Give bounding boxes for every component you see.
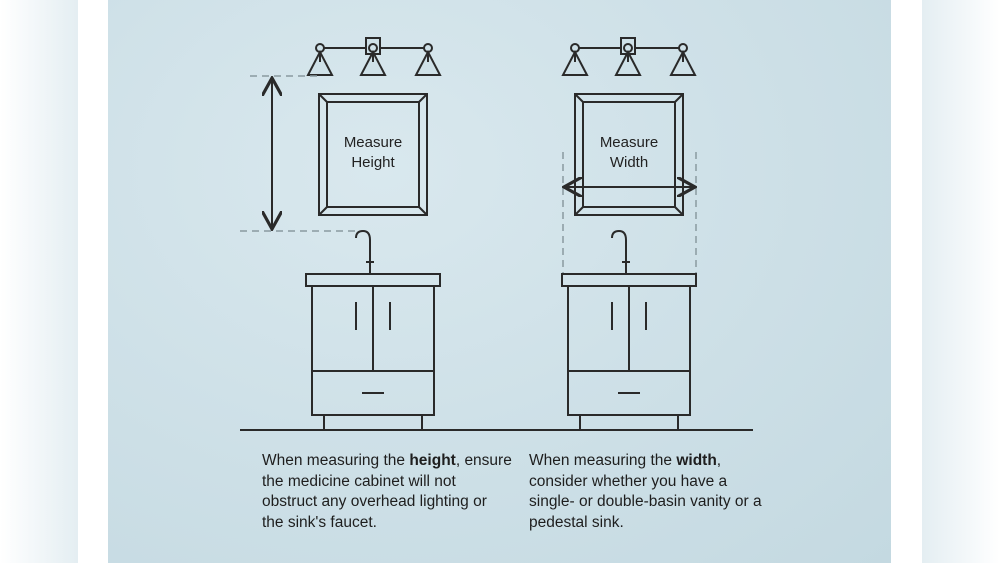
left-mirror <box>318 93 428 216</box>
illustration-panel: Measure Height <box>108 0 891 563</box>
right-vanity-light-fixture <box>561 37 697 76</box>
left-mirror-label-line2: Height <box>351 154 395 171</box>
height-caption: When measuring the height, ensure the me… <box>262 451 512 533</box>
vanity-diagram: Measure Height <box>240 37 753 431</box>
left-margin <box>0 0 78 563</box>
width-caption-pre: When measuring the <box>529 452 677 469</box>
width-caption-bold: width <box>676 452 717 469</box>
left-mirror-label-line1: Measure <box>344 134 402 151</box>
height-caption-bold: height <box>409 452 456 469</box>
height-caption-pre: When measuring the <box>262 452 410 469</box>
right-faucet <box>611 229 630 274</box>
width-caption-post: , consider whether you have a single- or… <box>529 452 762 531</box>
right-vanity-cabinet <box>561 273 697 430</box>
right-mirror-label-line1: Measure <box>600 134 658 151</box>
left-faucet <box>355 229 374 274</box>
left-vanity-cabinet <box>305 273 441 430</box>
right-mirror <box>574 93 684 216</box>
right-margin <box>922 0 1000 563</box>
right-mirror-label-line2: Width <box>610 154 648 171</box>
height-caption-post: , ensure the medicine cabinet will not o… <box>262 452 512 531</box>
width-caption: When measuring the width, consider wheth… <box>529 451 769 533</box>
left-vanity-light-fixture <box>306 37 442 76</box>
